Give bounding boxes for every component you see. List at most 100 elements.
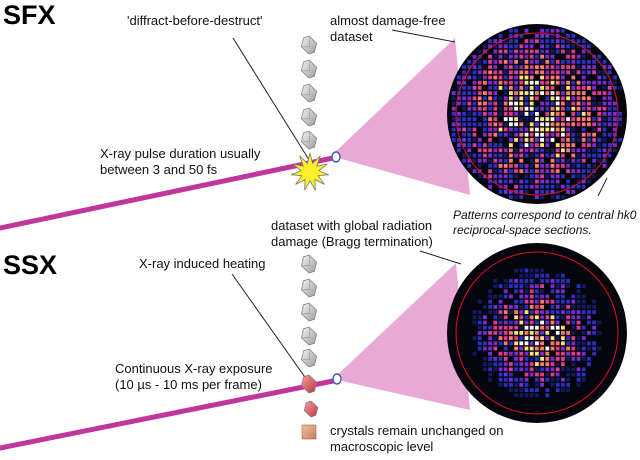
diffraction-spot bbox=[566, 299, 570, 304]
diffraction-spot bbox=[519, 138, 524, 142]
diffraction-spot bbox=[576, 294, 581, 299]
diffraction-spot bbox=[545, 70, 550, 75]
diffraction-spot bbox=[503, 174, 508, 179]
diffraction-spot bbox=[576, 372, 581, 377]
diffraction-spot bbox=[514, 346, 518, 351]
diffraction-spot bbox=[488, 294, 492, 299]
diffraction-spot bbox=[514, 117, 518, 121]
diffraction-spot bbox=[607, 101, 612, 106]
diffraction-spot bbox=[477, 112, 482, 116]
diffraction-spot bbox=[576, 112, 581, 116]
diffraction-spot bbox=[555, 341, 560, 346]
diffraction-spot bbox=[540, 299, 544, 304]
diffraction-spot bbox=[576, 153, 581, 158]
diffraction-spot bbox=[566, 383, 570, 387]
diffraction-spot bbox=[576, 325, 581, 330]
diffraction-spot bbox=[451, 106, 456, 111]
diffraction-spot bbox=[493, 294, 498, 299]
diffraction-spot bbox=[581, 164, 586, 168]
diffraction-spot bbox=[540, 153, 544, 158]
diffraction-spot bbox=[498, 112, 503, 116]
diffraction-spot bbox=[581, 75, 586, 80]
diffraction-spot bbox=[493, 143, 498, 147]
diffraction-spot bbox=[519, 320, 524, 325]
diffraction-spot bbox=[566, 351, 570, 356]
diffraction-spot bbox=[509, 158, 513, 163]
diffraction-spot bbox=[540, 179, 544, 184]
diffraction-spot bbox=[561, 284, 565, 288]
diffraction-spot bbox=[581, 127, 586, 132]
crystal-icon bbox=[300, 130, 318, 150]
diffraction-spot bbox=[467, 65, 472, 69]
diffraction-spot bbox=[498, 153, 503, 158]
diffraction-spot bbox=[488, 169, 492, 173]
diffraction-spot bbox=[467, 101, 472, 106]
crystal-facet bbox=[308, 107, 311, 119]
diffraction-spot bbox=[524, 320, 529, 325]
diffraction-spot bbox=[529, 80, 534, 85]
note-line2: reciprocal-space sections. bbox=[453, 223, 592, 237]
diffraction-spot bbox=[550, 75, 555, 80]
diffraction-spot bbox=[592, 331, 596, 335]
diffraction-spot bbox=[524, 28, 529, 33]
diffraction-spot bbox=[514, 174, 518, 179]
diffraction-spot bbox=[519, 96, 524, 101]
diffraction-spot bbox=[483, 357, 487, 361]
ssx-title: SSX bbox=[3, 250, 58, 280]
diffraction-spot bbox=[566, 310, 570, 314]
diffraction-spot bbox=[477, 310, 482, 314]
diffraction-spot bbox=[550, 279, 555, 283]
diffraction-spot bbox=[462, 153, 466, 158]
diffraction-spot bbox=[519, 299, 524, 304]
diffraction-spot bbox=[545, 49, 550, 54]
diffraction-spot bbox=[555, 44, 560, 49]
diffraction-spot bbox=[524, 179, 529, 184]
diffraction-spot bbox=[524, 315, 529, 320]
diffraction-spot bbox=[529, 65, 534, 69]
diffraction-spot bbox=[587, 101, 591, 106]
diffraction-spot bbox=[529, 299, 534, 304]
diffraction-spot bbox=[618, 86, 622, 90]
diffraction-spot bbox=[581, 179, 586, 184]
diffraction-spot bbox=[576, 357, 581, 361]
diffraction-spot bbox=[587, 179, 591, 184]
diffraction-spot bbox=[509, 341, 513, 346]
diffraction-spot bbox=[545, 34, 550, 38]
diffraction-spot bbox=[550, 190, 555, 194]
diffraction-spot bbox=[571, 65, 576, 69]
diffraction-spot bbox=[477, 341, 482, 346]
diffraction-spot bbox=[540, 106, 544, 111]
diffraction-spot bbox=[488, 138, 492, 142]
diffraction-spot bbox=[529, 279, 534, 283]
diffraction-spot bbox=[524, 54, 529, 59]
diffraction-spot bbox=[535, 132, 539, 137]
diffraction-spot bbox=[597, 75, 602, 80]
diffraction-spot bbox=[524, 367, 529, 372]
diffraction-spot bbox=[498, 164, 503, 168]
diffraction-spot bbox=[477, 80, 482, 85]
diffraction-spot bbox=[571, 336, 576, 340]
diffraction-spot bbox=[545, 184, 550, 189]
ssx-resolution-ring bbox=[455, 251, 619, 415]
diffraction-spot bbox=[613, 80, 617, 85]
diffraction-spot bbox=[493, 179, 498, 184]
ssx-diffraction-pattern bbox=[472, 268, 602, 398]
diffraction-spot bbox=[535, 346, 539, 351]
diffraction-spot bbox=[514, 320, 518, 325]
diffraction-spot bbox=[571, 91, 576, 95]
diffraction-spot bbox=[540, 54, 544, 59]
diffraction-spot bbox=[545, 362, 550, 366]
diffraction-spot bbox=[602, 70, 607, 75]
diffraction-spot bbox=[602, 106, 607, 111]
diffraction-spot bbox=[545, 331, 550, 335]
diffraction-spot bbox=[503, 122, 508, 127]
diffraction-spot bbox=[493, 117, 498, 121]
diffraction-spot bbox=[467, 106, 472, 111]
diffraction-spot bbox=[581, 65, 586, 69]
diffraction-spot bbox=[509, 351, 513, 356]
diffraction-spot bbox=[535, 122, 539, 127]
diffraction-spot bbox=[535, 39, 539, 43]
ssx-crystal-stream bbox=[300, 254, 319, 440]
crystal-facet bbox=[308, 130, 311, 142]
diffraction-spot bbox=[498, 70, 503, 75]
